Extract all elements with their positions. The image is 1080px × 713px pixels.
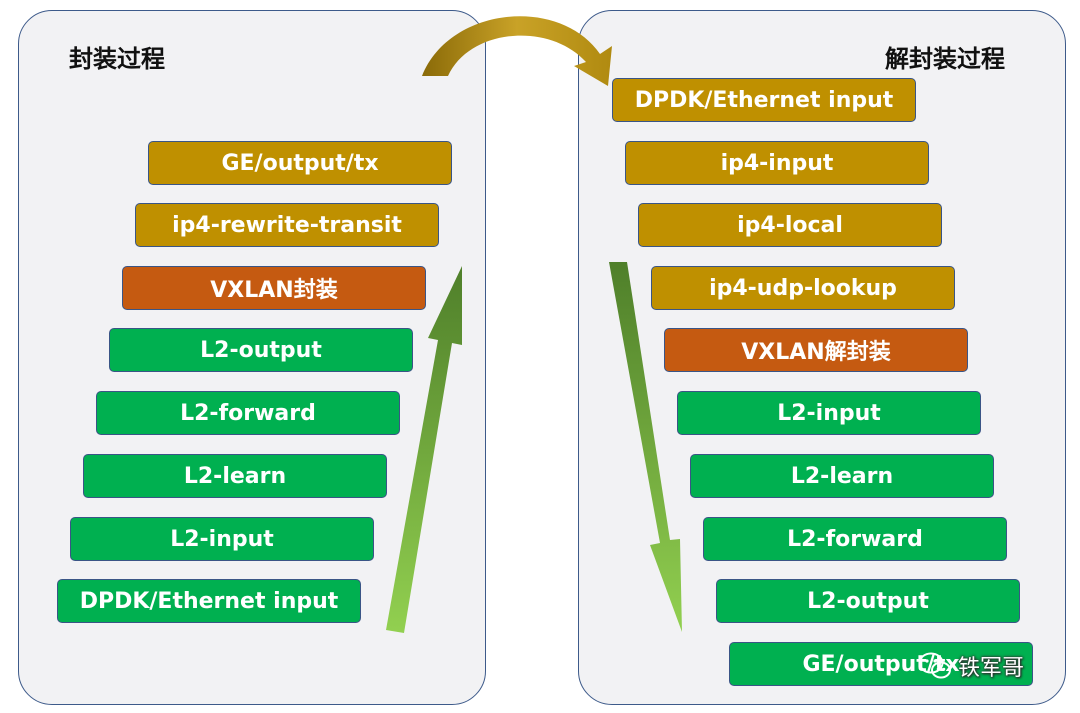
- right-box-l2-learn: L2-learn: [690, 454, 994, 498]
- left-box-dpdk-ethernet-input: DPDK/Ethernet input: [57, 579, 361, 623]
- encapsulation-title: 封装过程: [69, 45, 165, 73]
- left-box-vxlan-encap: VXLAN封装: [122, 266, 426, 310]
- right-box-ip4-udp-lookup: ip4-udp-lookup: [651, 266, 955, 310]
- right-box-l2-forward: L2-forward: [703, 517, 1007, 561]
- right-box-ip4-local: ip4-local: [638, 203, 942, 247]
- right-box-ip4-input: ip4-input: [625, 141, 929, 185]
- watermark: 铁军哥: [918, 648, 1024, 684]
- left-box-l2-learn: L2-learn: [83, 454, 387, 498]
- wechat-icon: [918, 652, 951, 679]
- right-box-vxlan-decap: VXLAN解封装: [664, 328, 968, 372]
- left-box-ip4-rewrite-transit: ip4-rewrite-transit: [135, 203, 439, 247]
- right-box-l2-input: L2-input: [677, 391, 981, 435]
- right-box-l2-output: L2-output: [716, 579, 1020, 623]
- left-box-l2-forward: L2-forward: [96, 391, 400, 435]
- watermark-text: 铁军哥: [958, 656, 1025, 681]
- right-box-dpdk-ethernet-input: DPDK/Ethernet input: [612, 78, 916, 122]
- left-box-ge-output-tx: GE/output/tx: [148, 141, 452, 185]
- decapsulation-title: 解封装过程: [885, 45, 1005, 73]
- left-box-l2-input: L2-input: [70, 517, 374, 561]
- left-box-l2-output: L2-output: [109, 328, 413, 372]
